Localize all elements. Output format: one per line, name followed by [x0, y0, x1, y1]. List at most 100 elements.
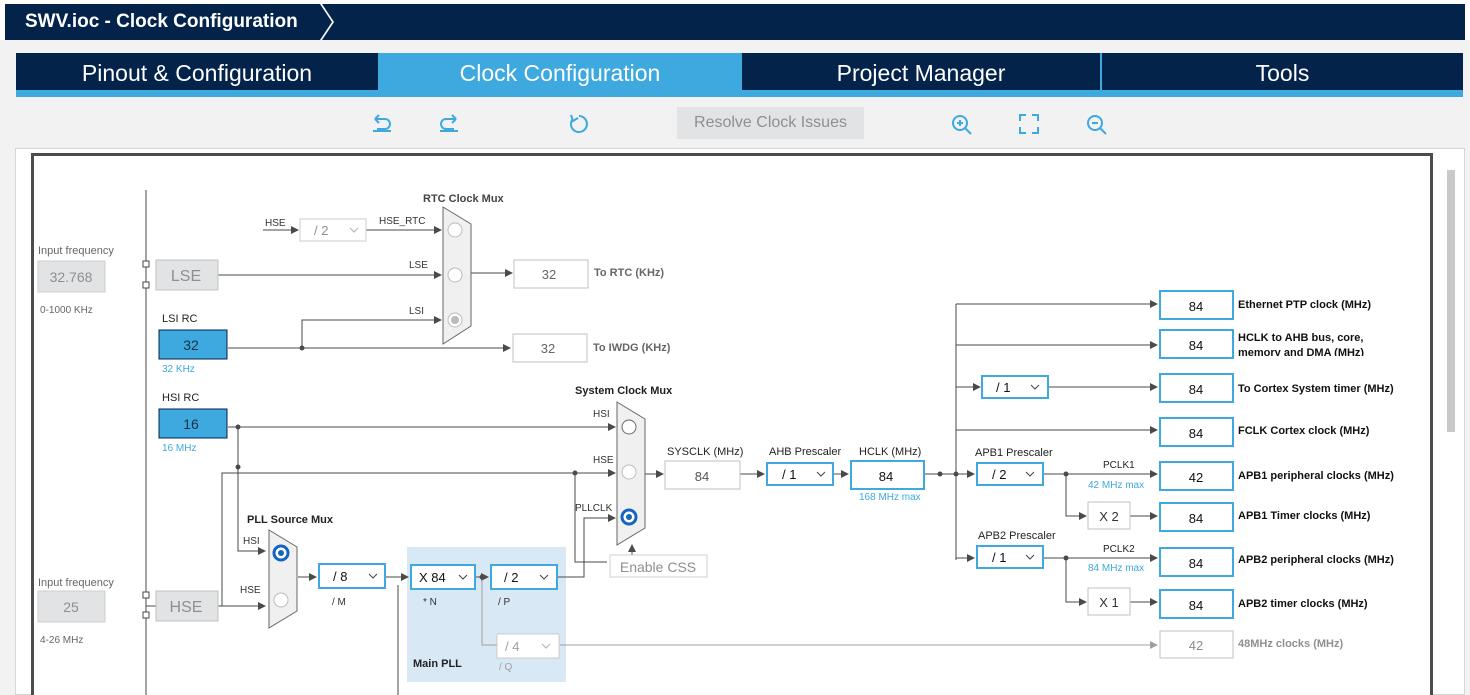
lse-frequency-input[interactable] [37, 260, 106, 293]
48mhz-clocks-value: 42 [1189, 638, 1203, 653]
apb2-prescaler-value: / 1 [992, 550, 1006, 565]
apb1-peripheral-clocks-value: 42 [1189, 470, 1203, 485]
ahb-prescaler-select[interactable] [766, 462, 834, 486]
main-pll-title: Main PLL [413, 658, 462, 670]
hsi-note: 16 MHz [162, 443, 196, 454]
ahb-prescaler-label: AHB Prescaler [769, 446, 841, 458]
pclk2-max-note: 84 MHz max [1088, 563, 1144, 574]
undo-icon[interactable] [371, 113, 393, 135]
hclk-max-note: 168 MHz max [859, 492, 921, 503]
apb1-timer-multiplier [1087, 501, 1131, 530]
pll-n-value: X 84 [419, 570, 446, 585]
reset-icon[interactable] [568, 113, 590, 135]
fit-to-screen-icon[interactable] [1018, 113, 1040, 135]
pll-m-label: / M [332, 597, 346, 608]
hsi-value: 16 [183, 416, 199, 432]
apb1-prescaler-label: APB1 Prescaler [975, 447, 1053, 459]
zoom-in-icon[interactable] [950, 113, 972, 135]
cortex-system-timer-input[interactable] [1159, 373, 1234, 403]
hse-block-label: HSE [170, 599, 203, 616]
48mhz-clocks-label: 48MHz clocks (MHz) [1238, 638, 1343, 650]
hclk-input[interactable] [850, 460, 925, 490]
vertical-scrollbar[interactable] [1447, 170, 1455, 432]
hsi-label: HSI RC [162, 392, 199, 404]
pll-m-select[interactable] [318, 563, 386, 589]
cortex-timer-divider-select[interactable] [981, 375, 1049, 399]
rtc-hse-divider-value: / 2 [314, 223, 328, 238]
sys-mux-hsi-radio[interactable] [621, 419, 637, 435]
sys-mux-pllclk-label: PLLCLK [575, 503, 613, 514]
apb1-timer-multiplier-value: X 2 [1099, 509, 1119, 524]
redo-icon[interactable] [438, 113, 460, 135]
apb2-prescaler-label: APB2 Prescaler [978, 530, 1056, 542]
apb1-timer-clocks-value: 84 [1189, 511, 1203, 526]
pclk2-label: PCLK2 [1103, 544, 1135, 555]
hclk-ahb-label: HCLK to AHB bus, core, [1238, 332, 1364, 344]
sys-mux-hse-label: HSE [593, 455, 614, 466]
cortex-system-timer-label: To Cortex System timer (MHz) [1238, 383, 1394, 395]
pll-m-value: / 8 [333, 569, 347, 584]
ethernet-ptp-clock-label: Ethernet PTP clock (MHz) [1238, 299, 1371, 311]
ethernet-ptp-clock-input[interactable] [1159, 290, 1234, 320]
apb1-prescaler-value: / 2 [992, 467, 1006, 482]
tab-pinout-configuration[interactable]: Pinout & Configuration [16, 53, 378, 90]
hclk-label: HCLK (MHz) [859, 446, 921, 458]
tab-project-manager[interactable]: Project Manager [742, 53, 1100, 90]
rtc-mux-title: RTC Clock Mux [423, 193, 505, 205]
pll-src-hsi-label: HSI [243, 536, 260, 547]
lse-input-frequency-label: Input frequency [38, 245, 114, 257]
pll-src-hse-label: HSE [240, 585, 261, 596]
apb1-chevron-icon [1025, 471, 1035, 477]
sys-mux-pllclk-selected-dot [626, 514, 632, 520]
hclk-ahb-value: 84 [1189, 338, 1203, 353]
pclk1-max-note: 42 MHz max [1088, 480, 1144, 491]
clock-tree-diagram: Input frequency 32.768 0-1000 KHz LSE LS… [31, 153, 1433, 695]
hse-frequency-input[interactable] [37, 590, 106, 623]
apb2-timer-multiplier-value: X 1 [1099, 595, 1119, 610]
lse-range-label: 0-1000 KHz [40, 305, 93, 316]
enable-css-label: Enable CSS [620, 559, 696, 575]
apb2-chevron-icon [1025, 554, 1035, 560]
enable-css-button[interactable] [609, 554, 708, 578]
rtc-mux-lse-radio[interactable] [447, 267, 463, 283]
pll-source-mux-title: PLL Source Mux [247, 514, 334, 526]
apb1-prescaler-select[interactable] [976, 462, 1044, 486]
apb2-timer-clocks-input[interactable] [1159, 589, 1234, 619]
rtc-hse-divider-select[interactable] [299, 218, 367, 242]
pll-p-chevron-icon [539, 574, 549, 580]
hclk-ahb-input[interactable] [1159, 329, 1234, 359]
rtc-mux-hse-radio[interactable] [447, 222, 463, 238]
pll-p-select[interactable] [490, 564, 558, 590]
resolve-clock-issues-button[interactable]: Resolve Clock Issues [677, 107, 864, 139]
pll-q-value: / 4 [505, 639, 519, 654]
pll-src-hse-radio[interactable] [273, 592, 289, 608]
tab-clock-configuration[interactable]: Clock Configuration [380, 53, 740, 90]
main-tabs: Pinout & Configuration Clock Configurati… [16, 53, 1463, 97]
sys-mux-hse-radio[interactable] [621, 464, 637, 480]
rtc-output-value: 32 [542, 267, 556, 282]
rtc-divider-chevron-icon [349, 227, 359, 233]
apb2-peripheral-clocks-input[interactable] [1159, 547, 1234, 577]
lsi-note: 32 KHz [162, 364, 195, 375]
ahb-prescaler-value: / 1 [782, 467, 796, 482]
zoom-out-icon[interactable] [1085, 113, 1107, 135]
apb2-prescaler-select[interactable] [976, 545, 1044, 569]
lse-block[interactable] [155, 259, 219, 291]
lsi-block[interactable] [158, 329, 228, 360]
pll-q-chevron-icon [541, 643, 551, 649]
hsi-block[interactable] [158, 408, 228, 439]
rtc-output-label: To RTC (KHz) [594, 267, 664, 279]
hse-frequency-value: 25 [63, 599, 79, 615]
title-band [5, 4, 1465, 40]
hse-block[interactable] [155, 590, 219, 622]
apb1-peripheral-clocks-input[interactable] [1159, 461, 1234, 491]
iwdg-output-value: 32 [541, 341, 555, 356]
apb1-peripheral-clocks-label: APB1 peripheral clocks (MHz) [1238, 470, 1394, 482]
fclk-cortex-input[interactable] [1159, 417, 1234, 447]
apb1-timer-clocks-input[interactable] [1159, 502, 1234, 532]
pll-n-chevron-icon [458, 574, 468, 580]
sysclk-box [664, 460, 741, 490]
tab-tools[interactable]: Tools [1102, 53, 1463, 90]
sysclk-value: 84 [695, 469, 709, 484]
hse-range-label: 4-26 MHz [40, 635, 83, 646]
